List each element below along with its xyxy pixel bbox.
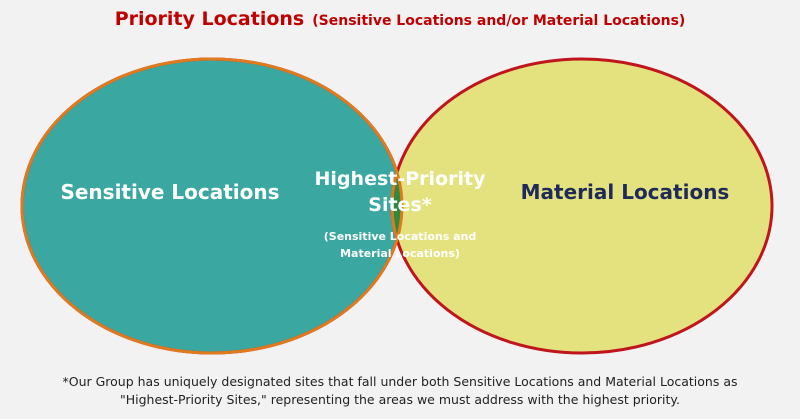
highest-priority-line1: Highest-Priority [314, 168, 486, 190]
title-main: Priority Locations [114, 8, 305, 30]
highest-priority-sublabel: (Sensitive Locations and Material Locati… [300, 228, 500, 262]
highest-priority-line2: Sites* [368, 194, 432, 216]
highest-priority-sub-line1: (Sensitive Locations and [323, 230, 477, 243]
footnote-line1: *Our Group has uniquely designated sites… [62, 374, 738, 389]
highest-priority-label: Highest-Priority Sites* [300, 166, 500, 218]
title-subtitle: (Sensitive Locations and/or Material Loc… [312, 13, 686, 29]
footnote-line2: "Highest-Priority Sites," representing t… [119, 392, 681, 407]
diagram-title: Priority Locations (Sensitive Locations a… [0, 8, 800, 30]
footnote: *Our Group has uniquely designated sites… [0, 373, 800, 409]
highest-priority-overlap [390, 59, 402, 353]
sensitive-locations-label: Sensitive Locations [60, 180, 280, 204]
left-circle-outline [20, 57, 404, 355]
highest-priority-sub-line2: Material Locations) [340, 247, 460, 260]
material-locations-label: Material Locations [520, 180, 730, 204]
